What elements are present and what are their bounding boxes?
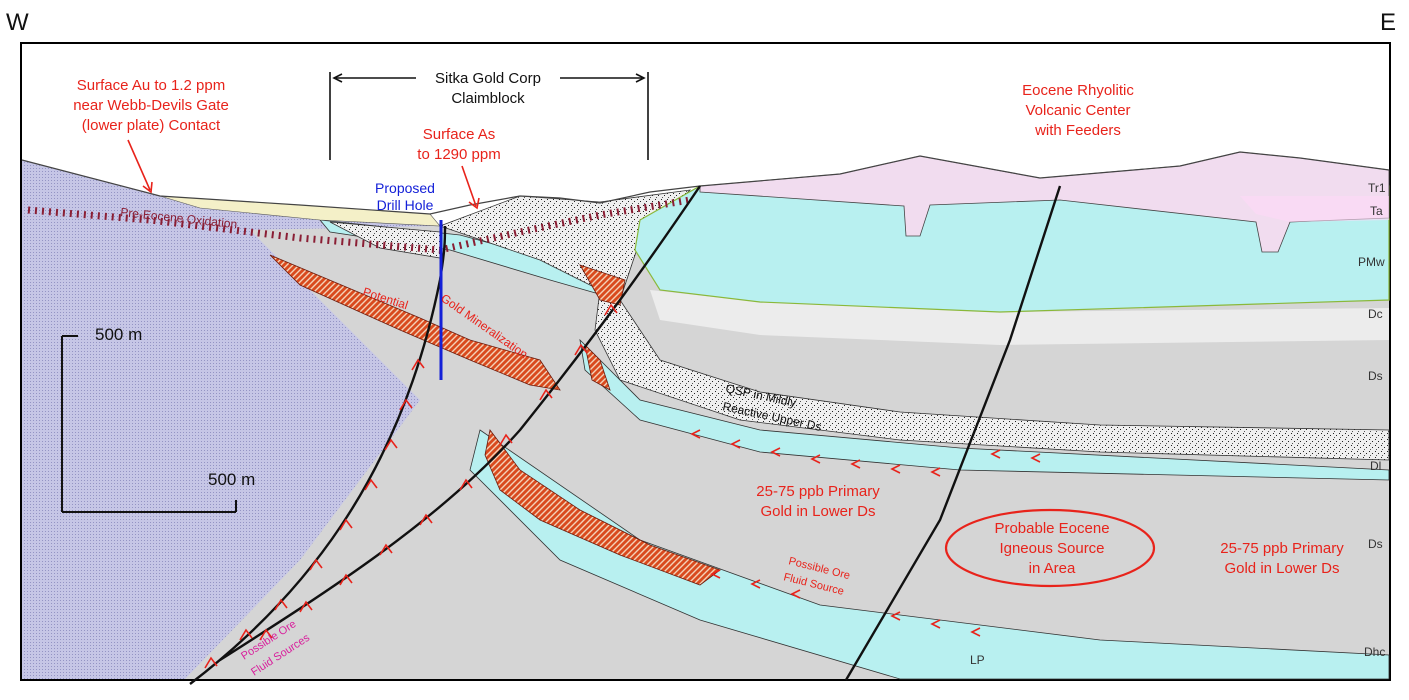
igneous-source-line3: in Area [1029, 560, 1076, 577]
surface-as-line2: to 1290 ppm [417, 146, 500, 163]
unit-label-ta: Ta [1370, 204, 1383, 218]
dhc-unit [469, 429, 1390, 680]
unit-label-ds-lower: Ds [1368, 537, 1383, 551]
west-label: W [6, 9, 29, 36]
fault-east [844, 185, 1062, 681]
dc-unit [650, 290, 1389, 345]
unit-label-ds-upper: Ds [1368, 369, 1383, 383]
primary-gold-right-line1: 25-75 ppb Primary [1220, 540, 1344, 557]
scale-bars [61, 335, 237, 513]
unit-label-dc: Dc [1368, 307, 1383, 321]
unit-label-dl: Dl [1370, 459, 1381, 473]
surface-au-line2: near Webb-Devils Gate [73, 97, 229, 114]
fluid-arrows-east [690, 429, 1041, 637]
claimblock-title-line2: Claimblock [451, 90, 525, 107]
drill-hole-label-line1: Proposed [375, 180, 435, 196]
claimblock-title-line1: Sitka Gold Corp [435, 70, 541, 87]
scale-horizontal-label: 500 m [208, 470, 255, 489]
unit-label-pmw: PMw [1358, 255, 1385, 269]
fluid-arrows-west [204, 303, 618, 669]
fault-splay [219, 185, 701, 662]
claimblock-bracket [329, 72, 649, 160]
mineralization-zone-fault [579, 264, 626, 391]
topographic-surface [21, 151, 1390, 215]
annotation-arrows [127, 139, 480, 210]
ta-band [1240, 196, 1389, 222]
dl-unit [579, 338, 1390, 481]
scale-vertical-label: 500 m [95, 325, 142, 344]
mineralization-zone-upper [269, 254, 561, 391]
surface-as-line1: Surface As [423, 126, 496, 143]
eocene-center-line1: Eocene Rhyolitic [1022, 82, 1134, 99]
primary-gold-center-line2: Gold in Lower Ds [760, 503, 875, 520]
mineralization-zone-lower [484, 429, 721, 586]
unit-label-dhc: Dhc [1364, 645, 1385, 659]
eocene-center-line3: with Feeders [1034, 122, 1121, 139]
drill-hole-label-line2: Drill Hole [377, 197, 434, 213]
surface-au-line3: (lower plate) Contact [82, 117, 221, 134]
igneous-source-line2: Igneous Source [999, 540, 1104, 557]
igneous-source-line1: Probable Eocene [994, 520, 1109, 537]
igneous-source-ellipse [944, 508, 1156, 588]
fault-main-west [189, 225, 447, 685]
east-label: E [1380, 9, 1396, 36]
primary-gold-right-line2: Gold in Lower Ds [1224, 560, 1339, 577]
primary-gold-center-line1: 25-75 ppb Primary [756, 483, 880, 500]
eocene-center-line2: Volcanic Center [1025, 102, 1130, 119]
unit-label-tr1: Tr1 [1368, 181, 1386, 195]
surface-au-line1: Surface Au to 1.2 ppm [77, 77, 225, 94]
unit-label-lp: LP [970, 653, 985, 667]
